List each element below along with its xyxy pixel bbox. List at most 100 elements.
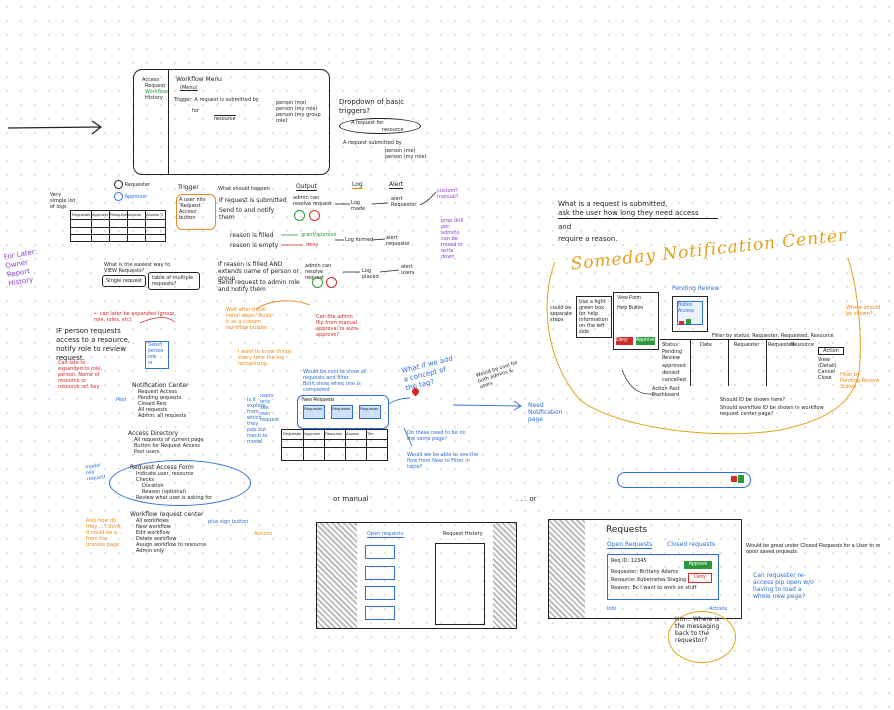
nc-action-item-1[interactable]: View (Detail) <box>818 357 837 369</box>
table-header-approver: Approver <box>92 212 109 217</box>
sunday-note: What is a request is submitted, ask the … <box>558 200 718 244</box>
nc-status-2: Pending Review <box>662 349 682 361</box>
nc-item-4: All requests <box>138 407 168 413</box>
actions-note: Actions <box>254 531 273 537</box>
sunday-line-1: What is a request is submitted, <box>558 200 668 208</box>
search-bar-green-icon <box>738 475 744 483</box>
nc-action-item-3[interactable]: Close <box>818 375 832 381</box>
request-access-form-oval <box>109 460 251 506</box>
pending-card-deny-icon[interactable] <box>679 321 684 325</box>
pending-card-approve-icon[interactable] <box>686 319 691 324</box>
request-card-3[interactable]: Requester <box>359 405 381 419</box>
row2-result: grant/approve <box>301 232 337 238</box>
requests-title: Requests <box>606 525 648 535</box>
sunday-line-4: require a reason. <box>558 235 618 243</box>
table-header-resource: Resource <box>110 212 128 217</box>
workflow-request-center-list: Workflow request center All workflows Ne… <box>130 511 255 554</box>
person-option-3: person (my group role) <box>276 112 321 124</box>
small-table-header-1: Requester <box>283 431 302 436</box>
dropdown-option-1-value: resource <box>382 127 404 133</box>
both-show-note: Both show when one is completed <box>303 381 361 393</box>
action-past-note: Action Past Dashboard <box>652 386 680 398</box>
past-label: Past <box>116 397 127 403</box>
row1-log: Log made <box>351 200 366 212</box>
wrc-item-5: Assign workflow to resource <box>136 542 207 548</box>
row23-alert: alert requester <box>386 235 411 247</box>
approve-chip[interactable]: Approve <box>684 561 712 569</box>
history-panel <box>435 543 485 625</box>
dropdown-oval <box>339 118 421 134</box>
nc-header-requester: Requester <box>734 342 760 348</box>
notification-center-title: Notification Center <box>132 382 189 389</box>
sidebar-item-history[interactable]: History <box>145 95 163 101</box>
wrc-item-3: Edit workflow <box>136 530 170 536</box>
tab-open-requests[interactable]: Open Requests <box>607 541 653 549</box>
deny-chip[interactable]: Deny <box>688 573 712 583</box>
sidebar-item-workflow[interactable]: Workflow <box>145 89 168 95</box>
request-card-2[interactable]: Requester <box>331 405 353 419</box>
manual-hatch-right <box>493 523 516 628</box>
approver-legend: Approver <box>114 192 147 201</box>
requester-legend: Requester <box>114 180 150 189</box>
sidebar-item-request[interactable]: Request <box>145 83 166 89</box>
deny-btn-sketch[interactable]: Deny <box>616 337 633 345</box>
where-shown-note: Where should be shown? <box>846 305 881 317</box>
nc-action-item-2[interactable]: Cancel <box>818 369 835 375</box>
dots-or-label: . . . or <box>516 495 537 503</box>
raf-item-3: Duration <box>142 483 164 489</box>
trigger-line: Trigger: A request is submitted by <box>174 97 259 103</box>
open-list-card-3[interactable] <box>365 586 395 600</box>
table-header-access: Access <box>128 212 141 217</box>
workflow-menu-title: Workflow Menu <box>176 76 222 83</box>
help-button-label: Help Button <box>617 305 644 311</box>
small-table-header-3: Resource <box>325 431 343 436</box>
raf-item-4: Reason (optional) <box>142 489 186 495</box>
raf-title: Request Access Form <box>130 464 194 471</box>
sidebar-item-access[interactable]: Access <box>142 77 160 83</box>
manual-hatch-left <box>317 523 357 628</box>
person-option-2: person (my role) <box>276 106 318 112</box>
open-list-card-4[interactable] <box>365 606 395 620</box>
approve-btn-sketch[interactable]: Approve <box>636 337 655 345</box>
select-item-role: role <box>148 354 157 360</box>
nc-note-1: Should ID be shown here? <box>720 397 786 403</box>
select-item-or: or <box>148 360 153 366</box>
new-requests-panel: New Requests Requester Requester Request… <box>297 395 389 429</box>
nc-note-2: Should workflow ID be shown in workflow … <box>720 405 824 417</box>
single-request-box: Single request <box>102 275 146 287</box>
requester-legend-label: Requester <box>124 182 151 188</box>
log-recognizing-note: I want to know things every time the log… <box>238 349 292 367</box>
approver-legend-label: Approver <box>124 194 148 200</box>
nc-table: Status Pending Review approved denied ca… <box>660 339 814 386</box>
row4-log: Log placed <box>362 268 379 280</box>
expand-annotation: ← can later be expanded (group role, rol… <box>94 311 175 323</box>
open-list-card-2[interactable] <box>365 566 395 580</box>
requester-reaccess-note: Can requester re-access pip open w/o hav… <box>753 572 814 600</box>
request-card-1[interactable]: Requester <box>303 405 325 419</box>
select-dropdown-sketch: Select person role or <box>145 341 169 369</box>
wrc-title: Workflow request center <box>130 511 204 518</box>
search-bar-sketch[interactable] <box>617 472 751 488</box>
select-item-select: Select <box>148 342 162 348</box>
table-requests-box: table of multiple requests? <box>148 272 200 290</box>
row4-action: Send request to admin role and notify th… <box>218 279 300 293</box>
row1-approve-circle <box>294 210 305 221</box>
raf-item-2: Checks <box>136 477 154 483</box>
request-access-form-list: Request Access Form Indicate user, resou… <box>130 464 242 501</box>
requests-hatch-left <box>549 520 585 618</box>
nc-item-5: Admin: all requests <box>138 413 187 419</box>
users-own-note: users only see own request <box>260 393 280 423</box>
raf-item-1: Indicate user, resource <box>136 471 194 477</box>
open-list-card-1[interactable] <box>365 545 395 559</box>
dropdown-option-2-value-1: person (me) <box>385 148 416 154</box>
tab-closed-requests[interactable]: Closed requests <box>667 541 715 548</box>
row3-condition: reason is empty <box>230 242 279 249</box>
row1-condition: If request is submitted <box>219 197 287 204</box>
workflow-menu-window: Access Request Workflow History Workflow… <box>133 69 330 175</box>
req-reason: Reason: Bc I want to work on stuff <box>611 585 697 591</box>
dropdown-option-1: A request for <box>351 120 384 126</box>
search-bar-red-icon <box>731 476 737 482</box>
table-header-access-time: Access Ti <box>146 212 164 217</box>
